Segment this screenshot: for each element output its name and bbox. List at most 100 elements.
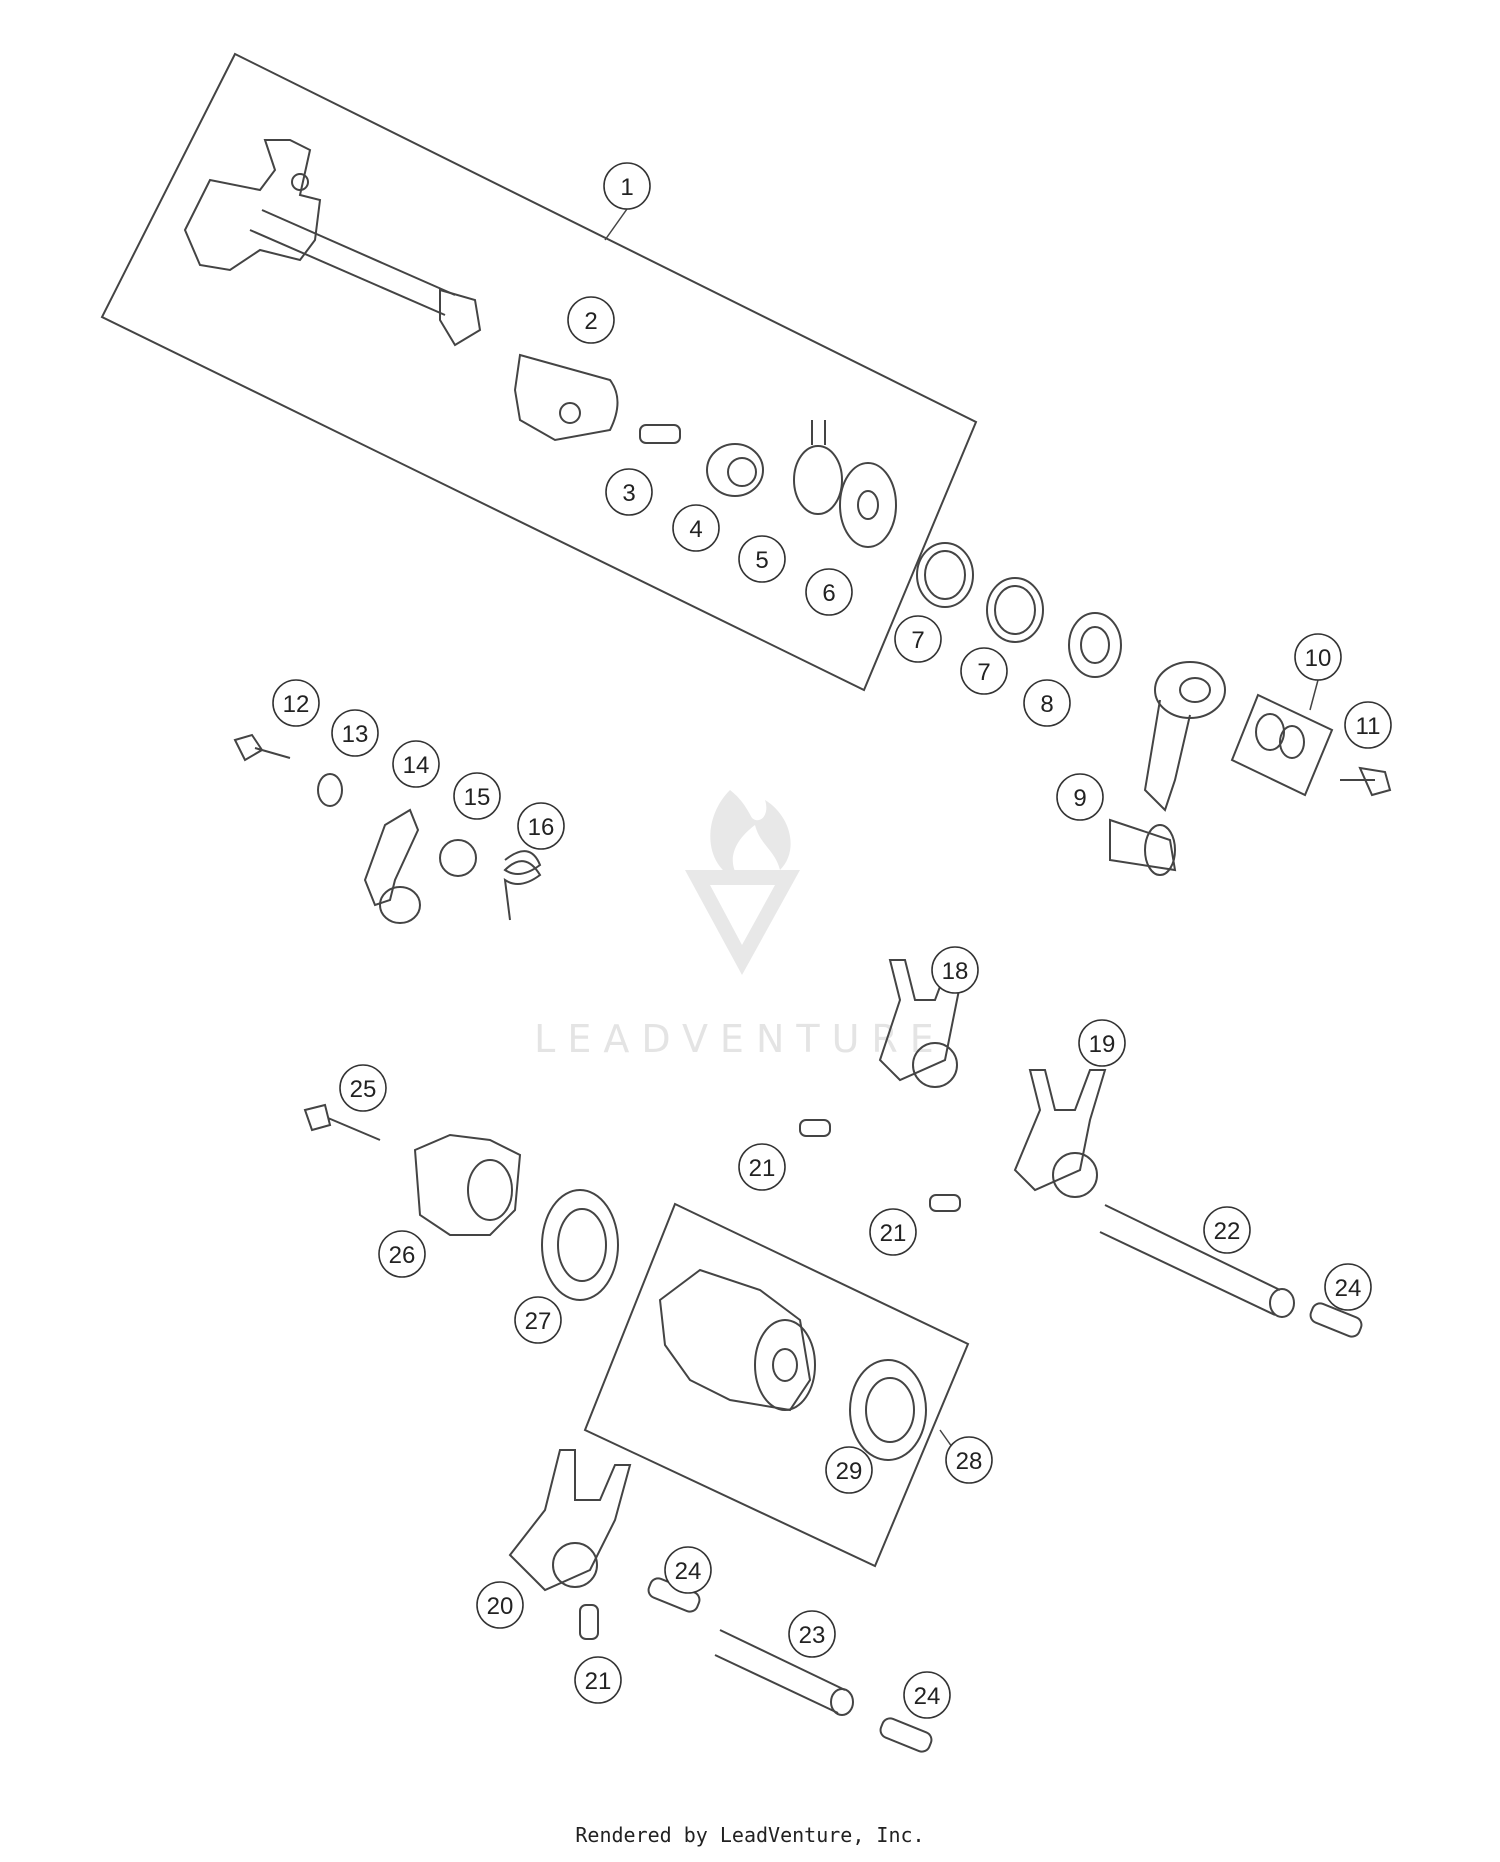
callouts: 1 2 3 4 5 6 7 7 8 9 10 11 12 13 14 15 16… — [272, 162, 1392, 1719]
callout-2[interactable]: 2 — [567, 296, 615, 344]
callout-18[interactable]: 18 — [931, 946, 979, 994]
svg-text:23: 23 — [799, 1622, 826, 1649]
assembly-box-28 — [583, 1202, 970, 1568]
ring-spring-part-5 — [793, 445, 843, 515]
svg-text:27: 27 — [525, 1308, 552, 1335]
svg-text:7: 7 — [977, 659, 990, 686]
svg-text:4: 4 — [689, 516, 702, 543]
shift-fork-part-19 — [1013, 1069, 1107, 1198]
svg-text:28: 28 — [956, 1448, 983, 1475]
callout-24c[interactable]: 24 — [903, 1671, 951, 1719]
callout-7b[interactable]: 7 — [960, 647, 1008, 695]
callout-26[interactable]: 26 — [378, 1230, 426, 1278]
roller-part-4 — [706, 443, 764, 497]
svg-text:22: 22 — [1214, 1218, 1241, 1245]
svg-text:24: 24 — [1335, 1275, 1362, 1302]
svg-text:29: 29 — [836, 1458, 863, 1485]
spring-part-16 — [503, 850, 542, 921]
callout-6[interactable]: 6 — [805, 568, 853, 616]
callout-27[interactable]: 27 — [514, 1296, 562, 1344]
svg-text:13: 13 — [342, 721, 369, 748]
pin-part-21c — [579, 1604, 599, 1640]
pin-part-21a — [799, 1119, 831, 1137]
callout-20[interactable]: 20 — [476, 1581, 524, 1629]
spring-part-3 — [639, 424, 681, 444]
callout-13[interactable]: 13 — [331, 709, 379, 757]
svg-text:25: 25 — [350, 1076, 377, 1103]
svg-text:2: 2 — [584, 308, 597, 335]
callout-24b[interactable]: 24 — [664, 1546, 712, 1594]
rod-part-23 — [714, 1629, 854, 1716]
arm-part-14 — [363, 808, 420, 907]
shift-cam-part-26 — [413, 1133, 522, 1236]
bushing-part-7a — [916, 542, 974, 608]
svg-text:26: 26 — [389, 1242, 416, 1269]
assembly-box-1 — [100, 52, 978, 692]
render-credit: Rendered by LeadVenture, Inc. — [575, 1823, 925, 1847]
callout-23[interactable]: 23 — [788, 1610, 836, 1658]
bushing-part-7b — [986, 577, 1044, 643]
spring-part-24a — [1309, 1302, 1363, 1338]
svg-text:20: 20 — [487, 1593, 514, 1620]
callout-3[interactable]: 3 — [605, 468, 653, 516]
svg-text:3: 3 — [622, 480, 635, 507]
callout-21b[interactable]: 21 — [869, 1208, 917, 1256]
svg-text:6: 6 — [822, 580, 835, 607]
shift-shaft-part — [183, 139, 482, 347]
bearing-part-27 — [541, 1189, 619, 1301]
callout-10[interactable]: 10 — [1294, 633, 1342, 681]
assembly-box-10 — [1230, 693, 1334, 797]
callout-14[interactable]: 14 — [392, 740, 440, 788]
svg-text:5: 5 — [755, 547, 768, 574]
callout-22[interactable]: 22 — [1203, 1206, 1251, 1254]
svg-text:7: 7 — [911, 627, 924, 654]
callout-8[interactable]: 8 — [1023, 679, 1071, 727]
svg-text:12: 12 — [283, 691, 310, 718]
roller-part-15 — [439, 839, 477, 877]
svg-text:9: 9 — [1073, 785, 1086, 812]
svg-text:18: 18 — [942, 958, 969, 985]
leadventure-watermark: LEADVENTURE — [534, 790, 934, 1061]
svg-text:15: 15 — [464, 784, 491, 811]
svg-text:16: 16 — [528, 814, 555, 841]
svg-text:21: 21 — [880, 1220, 907, 1247]
callout-9[interactable]: 9 — [1056, 773, 1104, 821]
svg-text:24: 24 — [914, 1683, 941, 1710]
svg-text:11: 11 — [1356, 713, 1381, 740]
svg-text:14: 14 — [403, 752, 430, 779]
plate-part — [513, 353, 619, 442]
svg-text:24: 24 — [675, 1558, 702, 1585]
callout-5[interactable]: 5 — [738, 535, 786, 583]
callout-28[interactable]: 28 — [945, 1436, 993, 1484]
callout-21a[interactable]: 21 — [738, 1143, 786, 1191]
spring-part-24c — [879, 1717, 933, 1753]
bearing-part-29 — [849, 1359, 927, 1461]
callout-11[interactable]: 11 — [1344, 701, 1392, 749]
bolt-part-12 — [233, 733, 291, 762]
callout-29[interactable]: 29 — [825, 1446, 873, 1494]
callout-16[interactable]: 16 — [517, 802, 565, 850]
washer-part-13 — [317, 773, 343, 807]
callout-7a[interactable]: 7 — [894, 615, 942, 663]
washer-part-6 — [839, 462, 897, 548]
callout-19[interactable]: 19 — [1078, 1019, 1126, 1067]
callout-4[interactable]: 4 — [672, 504, 720, 552]
pin-part-21b — [929, 1194, 961, 1212]
rod-part-22 — [1099, 1204, 1295, 1318]
callout-24a[interactable]: 24 — [1324, 1263, 1372, 1311]
svg-text:21: 21 — [585, 1668, 612, 1695]
svg-text:8: 8 — [1040, 691, 1053, 718]
callout-1[interactable]: 1 — [603, 162, 651, 210]
shift-lever-part — [1109, 661, 1226, 876]
callout-25[interactable]: 25 — [339, 1064, 387, 1112]
svg-text:21: 21 — [749, 1155, 776, 1182]
seal-part-8 — [1068, 612, 1122, 678]
shift-fork-part-20 — [508, 1449, 632, 1592]
svg-text:1: 1 — [620, 174, 633, 201]
shift-drum-part-28 — [658, 1268, 816, 1412]
callout-21c[interactable]: 21 — [574, 1656, 622, 1704]
callout-15[interactable]: 15 — [453, 772, 501, 820]
svg-text:10: 10 — [1305, 645, 1332, 672]
callout-12[interactable]: 12 — [272, 679, 320, 727]
